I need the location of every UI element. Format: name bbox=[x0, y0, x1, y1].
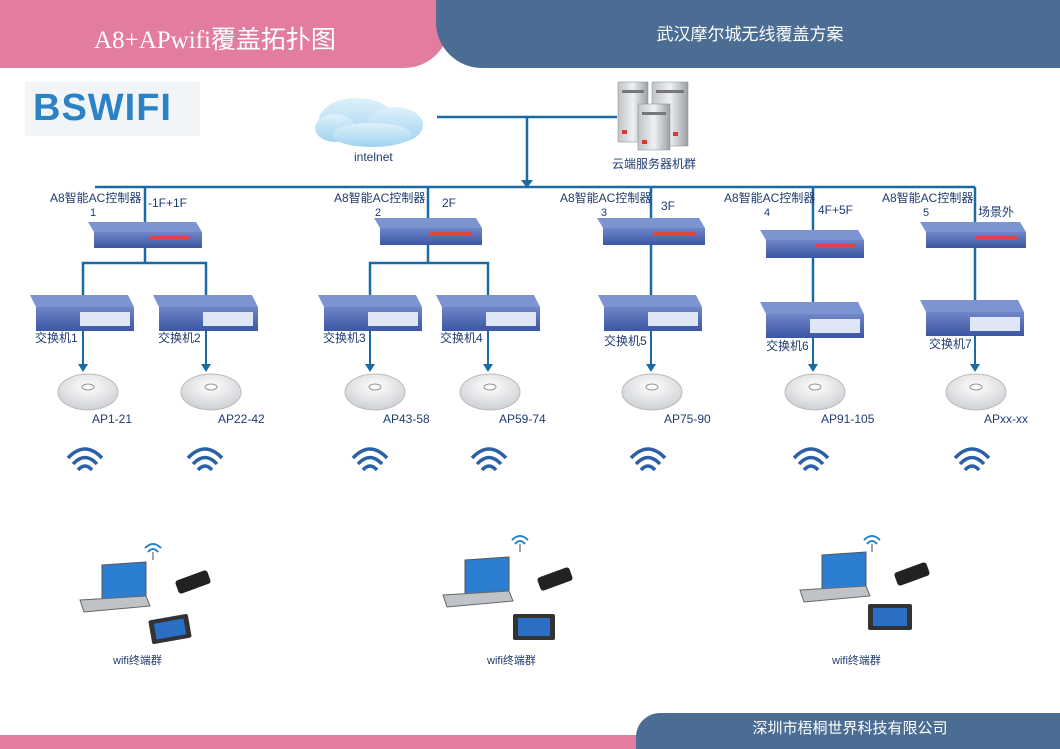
bswifi-logo: BSWIFI bbox=[25, 82, 200, 136]
wifi-signal-icon bbox=[629, 447, 667, 472]
ap-group-7-label: APxx-xx bbox=[984, 412, 1029, 426]
servers-label: 云端服务器机群 bbox=[612, 157, 697, 171]
ac-controller-1-floor: -1F+1F bbox=[148, 196, 188, 210]
wifi-signal-icon bbox=[351, 447, 389, 472]
switch-icon bbox=[760, 302, 864, 338]
ac-controller-4-floor: 4F+5F bbox=[818, 203, 854, 217]
switch-icon bbox=[153, 295, 258, 331]
ap-group-4-label: AP59-74 bbox=[499, 412, 546, 426]
ac-controller-3-floor: 3F bbox=[661, 199, 676, 213]
ac-controller-5-floor: 场景外 bbox=[978, 205, 1015, 219]
access-point-icon bbox=[57, 373, 119, 411]
terminal-group-icon bbox=[799, 535, 930, 630]
wifi-signal-icon bbox=[953, 447, 991, 472]
server-cluster-icon bbox=[617, 81, 689, 151]
ap-links bbox=[82, 330, 976, 368]
ac-controller-5-name: A8智能AC控制器 bbox=[882, 191, 974, 205]
page-title: A8+APwifi覆盖拓扑图 bbox=[94, 27, 336, 54]
ac-controller-2-number: 2 bbox=[375, 207, 382, 219]
access-point-icon bbox=[459, 373, 521, 411]
header-right-banner bbox=[436, 0, 1060, 68]
wifi-signal-icon bbox=[186, 447, 224, 472]
footer-blue-bar bbox=[636, 713, 1060, 749]
ap-group-5-label: AP75-90 bbox=[664, 412, 711, 426]
switch-icon bbox=[598, 295, 702, 331]
ac-controller-4-number: 4 bbox=[764, 207, 771, 219]
wifi-signal-icon bbox=[66, 447, 104, 472]
switch-icon bbox=[920, 300, 1024, 336]
ac-controller-5-number: 5 bbox=[923, 207, 930, 219]
terminal-group-icon bbox=[442, 535, 573, 640]
terminal-group-icon bbox=[79, 543, 211, 644]
switch-2-label: 交换机2 bbox=[158, 331, 201, 345]
ac-controller-4-name: A8智能AC控制器 bbox=[724, 191, 816, 205]
ap-group-6-label: AP91-105 bbox=[821, 412, 875, 426]
ac-controller-icon bbox=[760, 230, 864, 258]
ac-controller-3-name: A8智能AC控制器 bbox=[560, 191, 652, 205]
ac-controller-icon bbox=[920, 222, 1026, 248]
distribution-links bbox=[81, 245, 977, 308]
ac-controller-3-number: 3 bbox=[601, 207, 608, 219]
header-left-banner bbox=[0, 0, 450, 68]
ap-group-3-label: AP43-58 bbox=[383, 412, 430, 426]
access-point-icon bbox=[621, 373, 683, 411]
ac-controller-2-floor: 2F bbox=[442, 196, 457, 210]
cloud-icon bbox=[315, 98, 423, 147]
switch-6-label: 交换机6 bbox=[766, 339, 809, 353]
ac-controller-1-number: 1 bbox=[90, 207, 97, 219]
cloud-label: intelnet bbox=[354, 150, 393, 164]
access-point-icon bbox=[180, 373, 242, 411]
switch-5-label: 交换机5 bbox=[604, 334, 647, 348]
switch-4-label: 交换机4 bbox=[440, 331, 483, 345]
footer-company: 深圳市梧桐世界科技有限公司 bbox=[752, 720, 948, 737]
switch-icon bbox=[30, 295, 134, 331]
terminal-group-1-label: wifi终端群 bbox=[113, 655, 162, 667]
backbone-links bbox=[95, 115, 977, 230]
ac-controller-2-name: A8智能AC控制器 bbox=[334, 191, 426, 205]
ap-group-2-label: AP22-42 bbox=[218, 412, 265, 426]
ac-controller-icon bbox=[597, 218, 705, 245]
ac-controller-1-name: A8智能AC控制器 bbox=[50, 191, 142, 205]
wifi-signal-icon bbox=[470, 447, 508, 472]
switch-icon bbox=[436, 295, 540, 331]
switch-7-label: 交换机7 bbox=[929, 337, 972, 351]
ap-link-arrows bbox=[78, 364, 980, 372]
page-subtitle: 武汉摩尔城无线覆盖方案 bbox=[656, 25, 844, 44]
footer-pink-bar bbox=[0, 735, 700, 749]
ac-controller-icon bbox=[88, 222, 202, 248]
logo-text: BSWIFI bbox=[33, 87, 172, 129]
terminal-group-2-label: wifi终端群 bbox=[487, 655, 536, 667]
switch-1-label: 交换机1 bbox=[35, 331, 78, 345]
wifi-signal-icon bbox=[792, 447, 830, 472]
access-point-icon bbox=[344, 373, 406, 411]
access-point-icon bbox=[784, 373, 846, 411]
switch-icon bbox=[318, 295, 422, 331]
ac-controller-icon bbox=[374, 218, 482, 245]
access-point-icon bbox=[945, 373, 1007, 411]
ap-group-1-label: AP1-21 bbox=[92, 412, 133, 426]
terminal-group-3-label: wifi终端群 bbox=[832, 655, 881, 667]
switch-3-label: 交换机3 bbox=[323, 331, 366, 345]
